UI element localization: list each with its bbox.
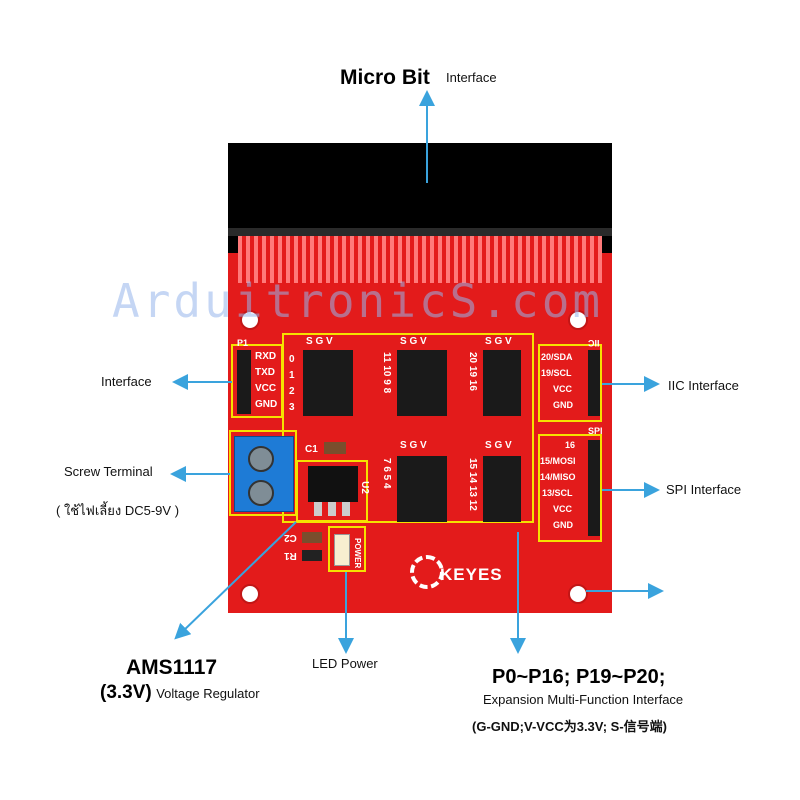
power-led bbox=[334, 534, 350, 566]
screw-terminal-screw bbox=[248, 446, 274, 472]
block1-num: 0 bbox=[289, 354, 295, 365]
block1-header: S G V bbox=[306, 336, 333, 347]
c2-capacitor bbox=[302, 532, 322, 543]
power-supply-note: ( ใช้ไฟเลี้ยง DC5-9V ) bbox=[56, 503, 180, 518]
ports-note: (G-GND;V-VCC为3.3V; S-信号端) bbox=[472, 719, 668, 734]
spi-tag: SPI bbox=[588, 426, 603, 436]
ports-title: P0~P16; P19~P20; bbox=[492, 666, 666, 688]
pin-header-block2 bbox=[397, 350, 447, 416]
r1-resistor bbox=[302, 550, 322, 561]
sgv-s: S bbox=[306, 336, 313, 347]
ports-desc: Expansion Multi-Function Interface bbox=[483, 692, 684, 707]
spi-pin-label: 15/MOSI bbox=[540, 456, 576, 466]
ams1117-regulator bbox=[308, 466, 358, 502]
sgv-g: G bbox=[494, 440, 503, 451]
ams-voltage-value: (3.3V) bbox=[100, 682, 152, 703]
power-led-highlight bbox=[328, 526, 366, 572]
ams-desc: Voltage Regulator bbox=[156, 686, 260, 701]
brand-label: KEYES bbox=[440, 565, 503, 584]
microbit-interface-label: Interface bbox=[446, 70, 497, 85]
sgv-v: V bbox=[505, 336, 512, 347]
pin-header-block3 bbox=[483, 350, 521, 416]
sgv-g: G bbox=[409, 440, 418, 451]
sgv-v: V bbox=[326, 336, 333, 347]
io-header-highlight bbox=[282, 333, 534, 523]
regulator-leg bbox=[328, 502, 336, 516]
regulator-highlight bbox=[296, 460, 368, 522]
block1-num: 3 bbox=[289, 402, 295, 413]
watermark: ArduitronicS.com bbox=[112, 274, 604, 328]
mount-hole bbox=[240, 310, 260, 330]
regulator-leg bbox=[314, 502, 322, 516]
spi-header-highlight bbox=[538, 434, 602, 542]
block2-header: S G V bbox=[400, 336, 427, 347]
sgv-g: G bbox=[315, 336, 324, 347]
iic-interface-label: IIC Interface bbox=[668, 378, 739, 393]
block1-num: 2 bbox=[289, 386, 295, 397]
spi-pin-label: 14/MISO bbox=[540, 472, 576, 482]
uart-header bbox=[237, 350, 251, 414]
uart-interface-label: Interface bbox=[101, 374, 152, 389]
c1-label: C1 bbox=[305, 444, 318, 455]
keyes-gear-icon bbox=[410, 555, 444, 589]
mount-hole bbox=[240, 584, 260, 604]
iic-pin-label: 19/SCL bbox=[541, 368, 572, 378]
regulator-leg bbox=[342, 502, 350, 516]
sgv-s: S bbox=[400, 440, 407, 451]
spi-header bbox=[588, 440, 600, 536]
mount-hole bbox=[568, 584, 588, 604]
uart-pin-label: RXD bbox=[255, 351, 277, 362]
screw-terminal-screw bbox=[248, 480, 274, 506]
spi-pin-label: 13/SCL bbox=[542, 488, 573, 498]
sgv-s: S bbox=[485, 440, 492, 451]
block5-header: S G V bbox=[485, 440, 512, 451]
sgv-v: V bbox=[420, 440, 427, 451]
sgv-s: S bbox=[485, 336, 492, 347]
pin-header-block1 bbox=[303, 350, 353, 416]
uart-pin-label: GND bbox=[255, 399, 278, 410]
block3-header: S G V bbox=[485, 336, 512, 347]
sgv-g: G bbox=[494, 336, 503, 347]
ams1117-label: AMS1117 bbox=[126, 656, 218, 679]
iic-header-highlight bbox=[538, 344, 602, 422]
uart-pin-label: TXD bbox=[255, 367, 275, 378]
c1-capacitor bbox=[324, 442, 346, 454]
edge-connector-teeth bbox=[238, 233, 602, 283]
block1-num: 1 bbox=[289, 370, 295, 381]
iic-pin-label: VCC bbox=[553, 384, 573, 394]
arrow-ams bbox=[174, 521, 297, 640]
sgv-g: G bbox=[409, 336, 418, 347]
microbit-title: Micro Bit bbox=[340, 66, 430, 90]
sgv-v: V bbox=[420, 336, 427, 347]
uart-pin-label: VCC bbox=[255, 383, 277, 394]
sgv-s: S bbox=[400, 336, 407, 347]
pin-header-block4 bbox=[397, 456, 447, 522]
iic-pin-label: GND bbox=[553, 400, 573, 410]
spi-pin-label: 16 bbox=[565, 440, 576, 450]
block4-header: S G V bbox=[400, 440, 427, 451]
iic-pin-label: 20/SDA bbox=[541, 352, 573, 362]
screw-terminal-label: Screw Terminal bbox=[64, 464, 153, 479]
spi-pin-label: GND bbox=[553, 520, 573, 530]
spi-pin-label: VCC bbox=[553, 504, 573, 514]
pin-header-block5 bbox=[483, 456, 521, 522]
edge-connector-shadow bbox=[228, 228, 612, 236]
ams-voltage-label: (3.3V) Voltage Regulator bbox=[100, 682, 260, 704]
sgv-v: V bbox=[505, 440, 512, 451]
uart-tag: P1 bbox=[237, 338, 249, 348]
spi-interface-label: SPI Interface bbox=[666, 482, 742, 497]
led-power-label: LED Power bbox=[312, 656, 378, 671]
mount-hole bbox=[568, 310, 588, 330]
microbit-title-text: Micro Bit bbox=[340, 66, 430, 89]
iic-header bbox=[588, 350, 600, 416]
